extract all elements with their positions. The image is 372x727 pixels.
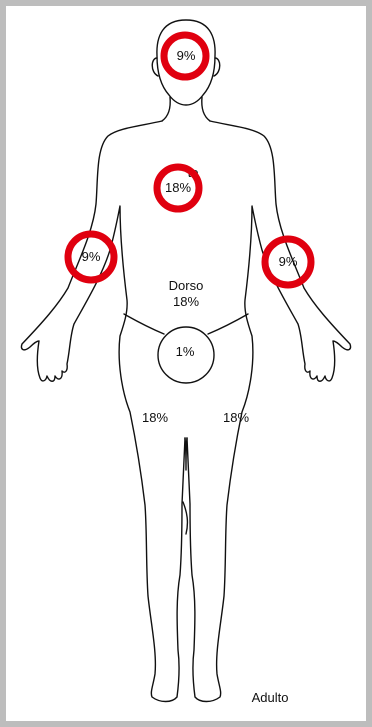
label-back-title: Dorso xyxy=(169,278,204,293)
label-arm-right-percent: 9% xyxy=(279,254,298,269)
label-leg-left-percent: 18% xyxy=(142,410,168,425)
body-inner-legs xyxy=(185,438,187,470)
label-caption: Adulto xyxy=(252,690,289,705)
body-neck-right xyxy=(202,97,210,121)
body-neck-left xyxy=(162,97,170,121)
label-head-percent: 9% xyxy=(177,48,196,63)
label-leg-right-percent: 18% xyxy=(223,410,249,425)
body-pelvic-line-right xyxy=(208,314,248,334)
label-arm-left-percent: 9% xyxy=(82,249,101,264)
label-genital-percent: 1% xyxy=(176,344,195,359)
body-knee-detail xyxy=(183,502,187,534)
label-back-percent: 18% xyxy=(173,294,199,309)
body-pelvic-line-left xyxy=(124,314,164,334)
body-outline-right xyxy=(187,121,351,702)
label-chest-percent: 18% xyxy=(165,180,191,195)
